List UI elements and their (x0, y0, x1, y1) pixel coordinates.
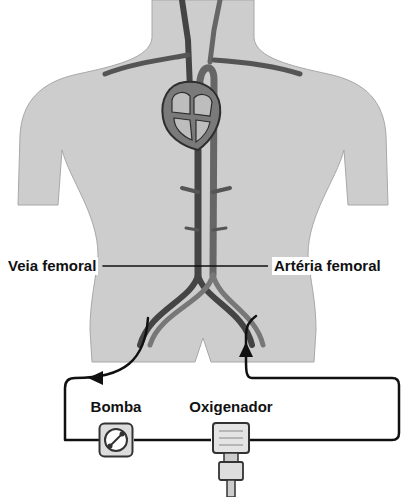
oxygenator-neck (224, 453, 238, 462)
iliac-artery-right (213, 275, 263, 345)
iliac-vein-left (140, 275, 198, 345)
vessel-label: Artéria femoral (272, 257, 383, 275)
pump-rotor (105, 429, 127, 451)
device-node: Bomba (89, 398, 144, 458)
oxygenator-symbol (211, 422, 251, 497)
arterial-return-tube (246, 316, 399, 440)
gas-line (227, 480, 235, 497)
pump-roller (120, 432, 125, 437)
superior-vena-cava (182, 0, 190, 90)
pump-housing (100, 424, 133, 457)
device-label: Oxigenador (187, 398, 275, 416)
device-label: Bomba (89, 398, 144, 416)
subclavian-vessel (105, 55, 188, 74)
flow-arrowhead (239, 342, 253, 357)
oxygenator-membrane (219, 431, 243, 445)
gas-connector (219, 462, 243, 480)
carotid-artery (210, 0, 220, 62)
renal-vessel (182, 188, 230, 192)
device-node: Oxigenador (187, 398, 275, 497)
vena-cava (195, 150, 202, 275)
subclavian-vessel (214, 60, 300, 74)
drawing-part (102, 266, 268, 267)
heart-outline (162, 82, 220, 150)
iliac-artery-left (150, 275, 213, 345)
ecmo-circuit (65, 316, 399, 440)
oxygenator-body (213, 423, 249, 453)
pump-symbol (98, 422, 134, 458)
renal-vessel (186, 228, 226, 230)
body-silhouette (18, 0, 388, 362)
venous-cannula-tube (65, 318, 148, 440)
pump-roller (108, 444, 113, 449)
blood-vessels (105, 0, 300, 345)
leader-line (102, 265, 268, 267)
circuit-tube (134, 439, 211, 442)
heart (162, 82, 220, 150)
vessel-label: Veia femoral (6, 257, 98, 275)
flow-arrowhead (88, 371, 103, 385)
heart-chambers (172, 93, 212, 142)
